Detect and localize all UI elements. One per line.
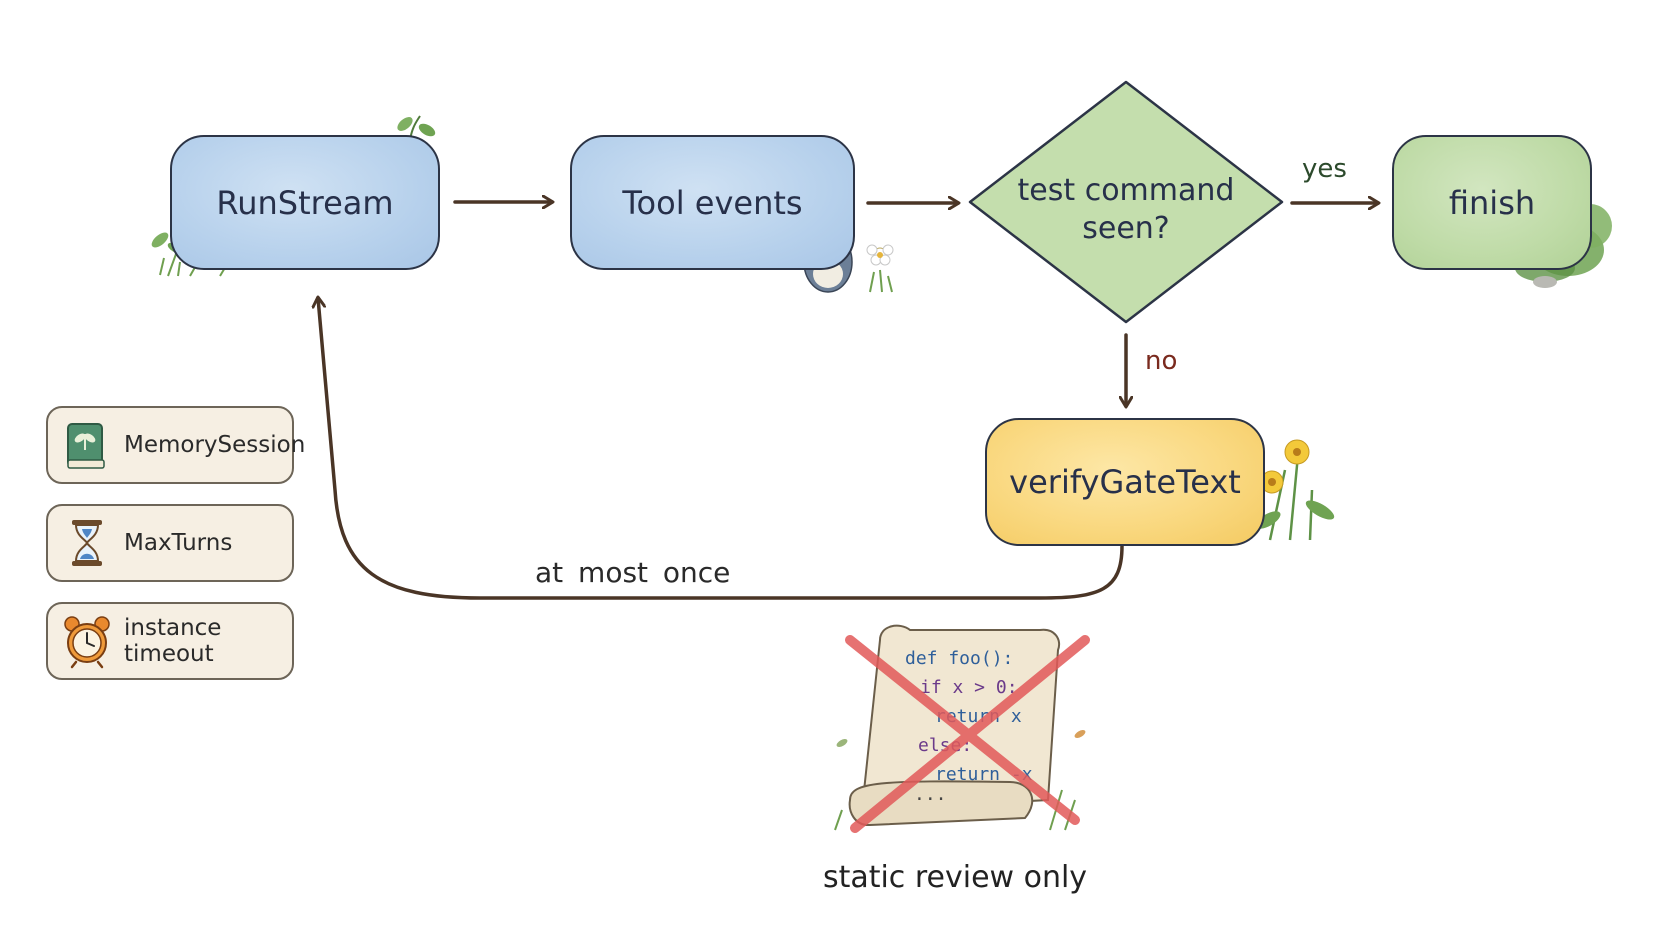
legend-item-max-turns: MaxTurns xyxy=(46,504,294,582)
node-verify-gate-text: verifyGateText xyxy=(985,418,1265,546)
legend-label: MemorySession xyxy=(124,432,306,458)
node-run-stream: RunStream xyxy=(170,135,440,270)
scroll-caption: static review only xyxy=(822,860,1088,895)
decision-diamond xyxy=(968,80,1284,324)
legend-item-memory-session: MemorySession xyxy=(46,406,305,484)
book-icon xyxy=(67,423,105,469)
yellow-flowers-icon xyxy=(1255,439,1335,541)
white-flower-icon xyxy=(866,244,894,293)
code-line: ... xyxy=(914,784,947,805)
red-cross-icon xyxy=(845,635,1090,833)
decision-label: test command seen? xyxy=(1017,173,1235,246)
node-tool-events: Tool events xyxy=(570,135,855,270)
arrow-verify-loop-to-runstream xyxy=(318,298,1124,600)
edge-label-at-most-once: at most once xyxy=(535,556,731,589)
alarm-clock-icon xyxy=(64,616,110,669)
leaf-sprout-icon xyxy=(397,115,436,141)
legend-label: instance timeout xyxy=(124,615,222,667)
node-finish: finish xyxy=(1392,135,1592,270)
hourglass-icon xyxy=(72,520,102,566)
legend-label: MaxTurns xyxy=(124,530,233,556)
edge-label-no: no xyxy=(1145,346,1178,376)
node-label: Tool events xyxy=(622,183,803,222)
legend-item-instance-timeout: instance timeout xyxy=(46,602,294,680)
node-label: verifyGateText xyxy=(1009,463,1241,501)
node-label: finish xyxy=(1448,183,1536,222)
code-line: def foo(): xyxy=(905,648,1013,669)
edge-label-yes: yes xyxy=(1302,154,1347,184)
code-line: if x > 0: xyxy=(920,677,1018,698)
node-label: RunStream xyxy=(216,183,394,222)
